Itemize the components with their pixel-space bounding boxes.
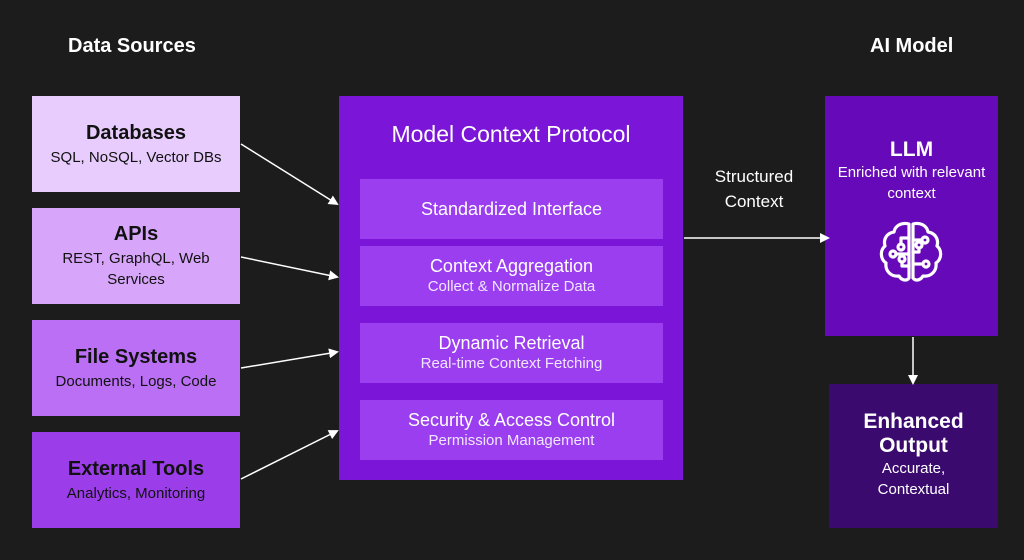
source-title: File Systems: [74, 345, 198, 368]
brain-icon: [879, 221, 943, 282]
arrow-files-to-mcp: [240, 348, 339, 369]
feature-title: Dynamic Retrieval: [438, 333, 585, 353]
llm-title: LLM: [889, 138, 934, 161]
feature-subtitle: Real-time Context Fetching: [420, 355, 603, 372]
data-sources-heading: Data Sources: [68, 35, 196, 57]
source-title: Databases: [85, 121, 187, 144]
source-apis: APIs REST, GraphQL, Web Services: [32, 208, 240, 304]
source-subtitle: Documents, Logs, Code: [55, 372, 217, 390]
source-subtitle: SQL, NoSQL, Vector DBs: [50, 148, 222, 166]
feature-security-access-control: Security & Access Control Permission Man…: [360, 400, 663, 460]
source-title: External Tools: [67, 457, 205, 480]
llm-subtitle: Enriched with relevant context: [837, 164, 986, 202]
feature-dynamic-retrieval: Dynamic Retrieval Real-time Context Fetc…: [360, 323, 663, 383]
source-external-tools: External Tools Analytics, Monitoring: [32, 432, 240, 528]
source-subtitle: Analytics, Monitoring: [66, 484, 206, 502]
arrow-databases-to-mcp: [240, 143, 339, 206]
source-subtitle: REST, GraphQL, Web Services: [62, 250, 210, 288]
source-databases: Databases SQL, NoSQL, Vector DBs: [32, 96, 240, 192]
mcp-title: Model Context Protocol: [391, 121, 631, 147]
enhanced-output-box: Enhanced Output Accurate, Contextual: [829, 384, 998, 528]
feature-title: Context Aggregation: [429, 256, 594, 276]
feature-subtitle: Permission Management: [428, 432, 595, 449]
output-title: Enhanced Output: [863, 410, 964, 457]
llm-box: LLM Enriched with relevant context: [825, 96, 998, 336]
structured-context-label: Structured Context: [714, 167, 794, 211]
arrow-tools-to-mcp: [240, 430, 339, 480]
feature-title: Standardized Interface: [420, 199, 603, 219]
source-file-systems: File Systems Documents, Logs, Code: [32, 320, 240, 416]
ai-model-heading: AI Model: [870, 35, 954, 57]
feature-standardized-interface: Standardized Interface: [360, 179, 663, 239]
source-title: APIs: [113, 223, 159, 245]
feature-title: Security & Access Control: [407, 410, 616, 430]
feature-context-aggregation: Context Aggregation Collect & Normalize …: [360, 246, 663, 306]
arrow-apis-to-mcp: [240, 256, 339, 281]
feature-subtitle: Collect & Normalize Data: [427, 278, 596, 295]
output-subtitle: Accurate, Contextual: [877, 460, 950, 498]
